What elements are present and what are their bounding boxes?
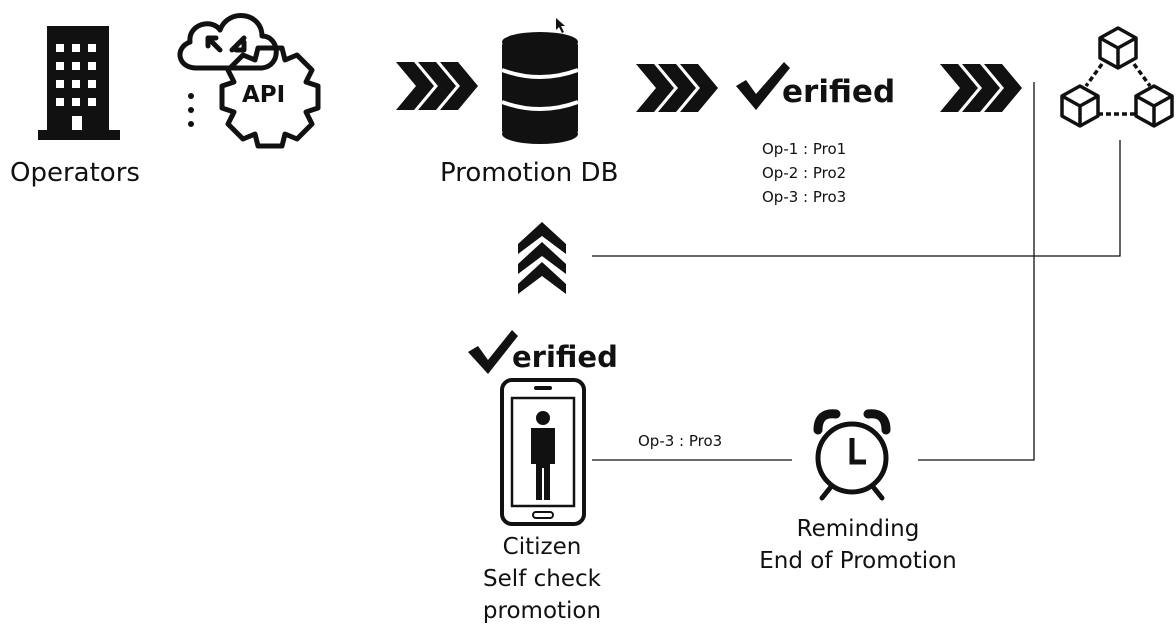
chevron-right-icon <box>396 62 478 110</box>
citizen-label-line1: Citizen <box>502 534 582 560</box>
verified-list-item: Op-3 : Pro3 <box>762 188 847 206</box>
verified-check-icon <box>736 62 790 110</box>
promotion-db-label: Promotion DB <box>440 158 619 188</box>
blockchain-network-icon <box>1060 26 1174 128</box>
connector-line <box>592 82 1121 461</box>
api-label: API <box>242 82 286 108</box>
mouse-cursor-icon <box>556 18 565 33</box>
office-building-icon <box>38 26 120 140</box>
ellipsis-dots-icon <box>188 93 194 127</box>
verified-citizen-label: erified <box>512 340 618 374</box>
cloud-sync-icon <box>177 13 279 71</box>
edge-label: Op-3 : Pro3 <box>638 432 723 450</box>
operators-label: Operators <box>10 158 140 188</box>
verified-list-item: Op-1 : Pro1 <box>762 140 847 158</box>
verified-top-label: erified <box>782 74 896 110</box>
reminder-label-line1: Reminding <box>796 516 920 542</box>
verified-list-item: Op-2 : Pro2 <box>762 164 847 182</box>
database-icon <box>501 32 579 144</box>
reminder-label-line2: End of Promotion <box>759 548 957 574</box>
citizen-label-line3: promotion <box>482 598 602 624</box>
alarm-clock-icon <box>813 409 891 501</box>
chevron-right-icon <box>940 64 1022 112</box>
verified-check-icon <box>468 330 518 374</box>
smartphone-person-icon <box>500 378 586 526</box>
chevron-right-icon <box>636 64 718 112</box>
citizen-label-line2: Self check <box>483 566 601 592</box>
chevron-up-icon <box>518 222 566 294</box>
api-gear-icon <box>219 45 321 149</box>
